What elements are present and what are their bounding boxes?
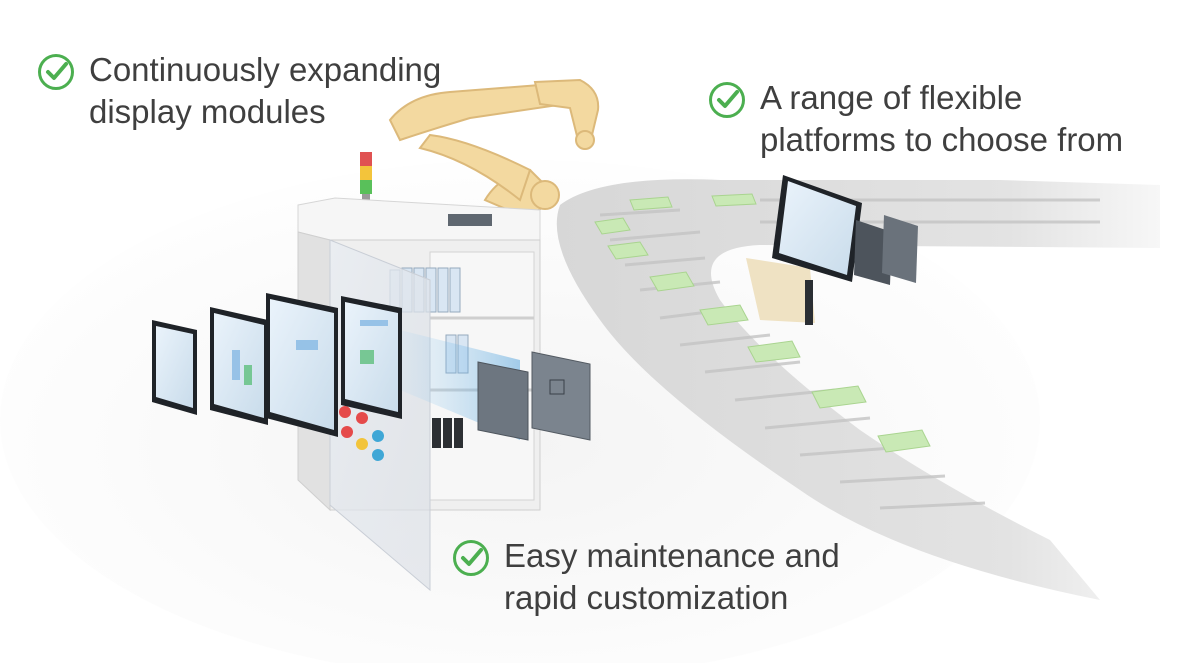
feature-line: Easy maintenance and	[504, 537, 840, 574]
check-circle-icon	[453, 540, 489, 576]
feature-line: platforms to choose from	[760, 121, 1124, 158]
feature-label: A range of flexible platforms to choose …	[760, 77, 1123, 161]
check-circle-icon	[709, 82, 745, 118]
feature-line: A range of flexible	[760, 79, 1023, 116]
feature-easy-maintenance: Easy maintenance and rapid customization	[452, 535, 840, 619]
feature-flexible-platforms: A range of flexible platforms to choose …	[708, 77, 1123, 161]
feature-line: Continuously expanding	[89, 51, 442, 88]
display-modules	[152, 293, 402, 437]
check-circle-icon	[38, 54, 74, 90]
feature-label: Easy maintenance and rapid customization	[504, 535, 840, 619]
feature-line: rapid customization	[504, 579, 789, 616]
feature-line: display modules	[89, 93, 326, 130]
conveyor-belt	[556, 179, 1160, 600]
stand-display	[746, 175, 918, 325]
hmi-module-box	[477, 351, 591, 441]
feature-label: Continuously expanding display modules	[89, 49, 441, 133]
robot-arm	[388, 78, 600, 217]
feature-display-modules: Continuously expanding display modules	[37, 49, 441, 133]
